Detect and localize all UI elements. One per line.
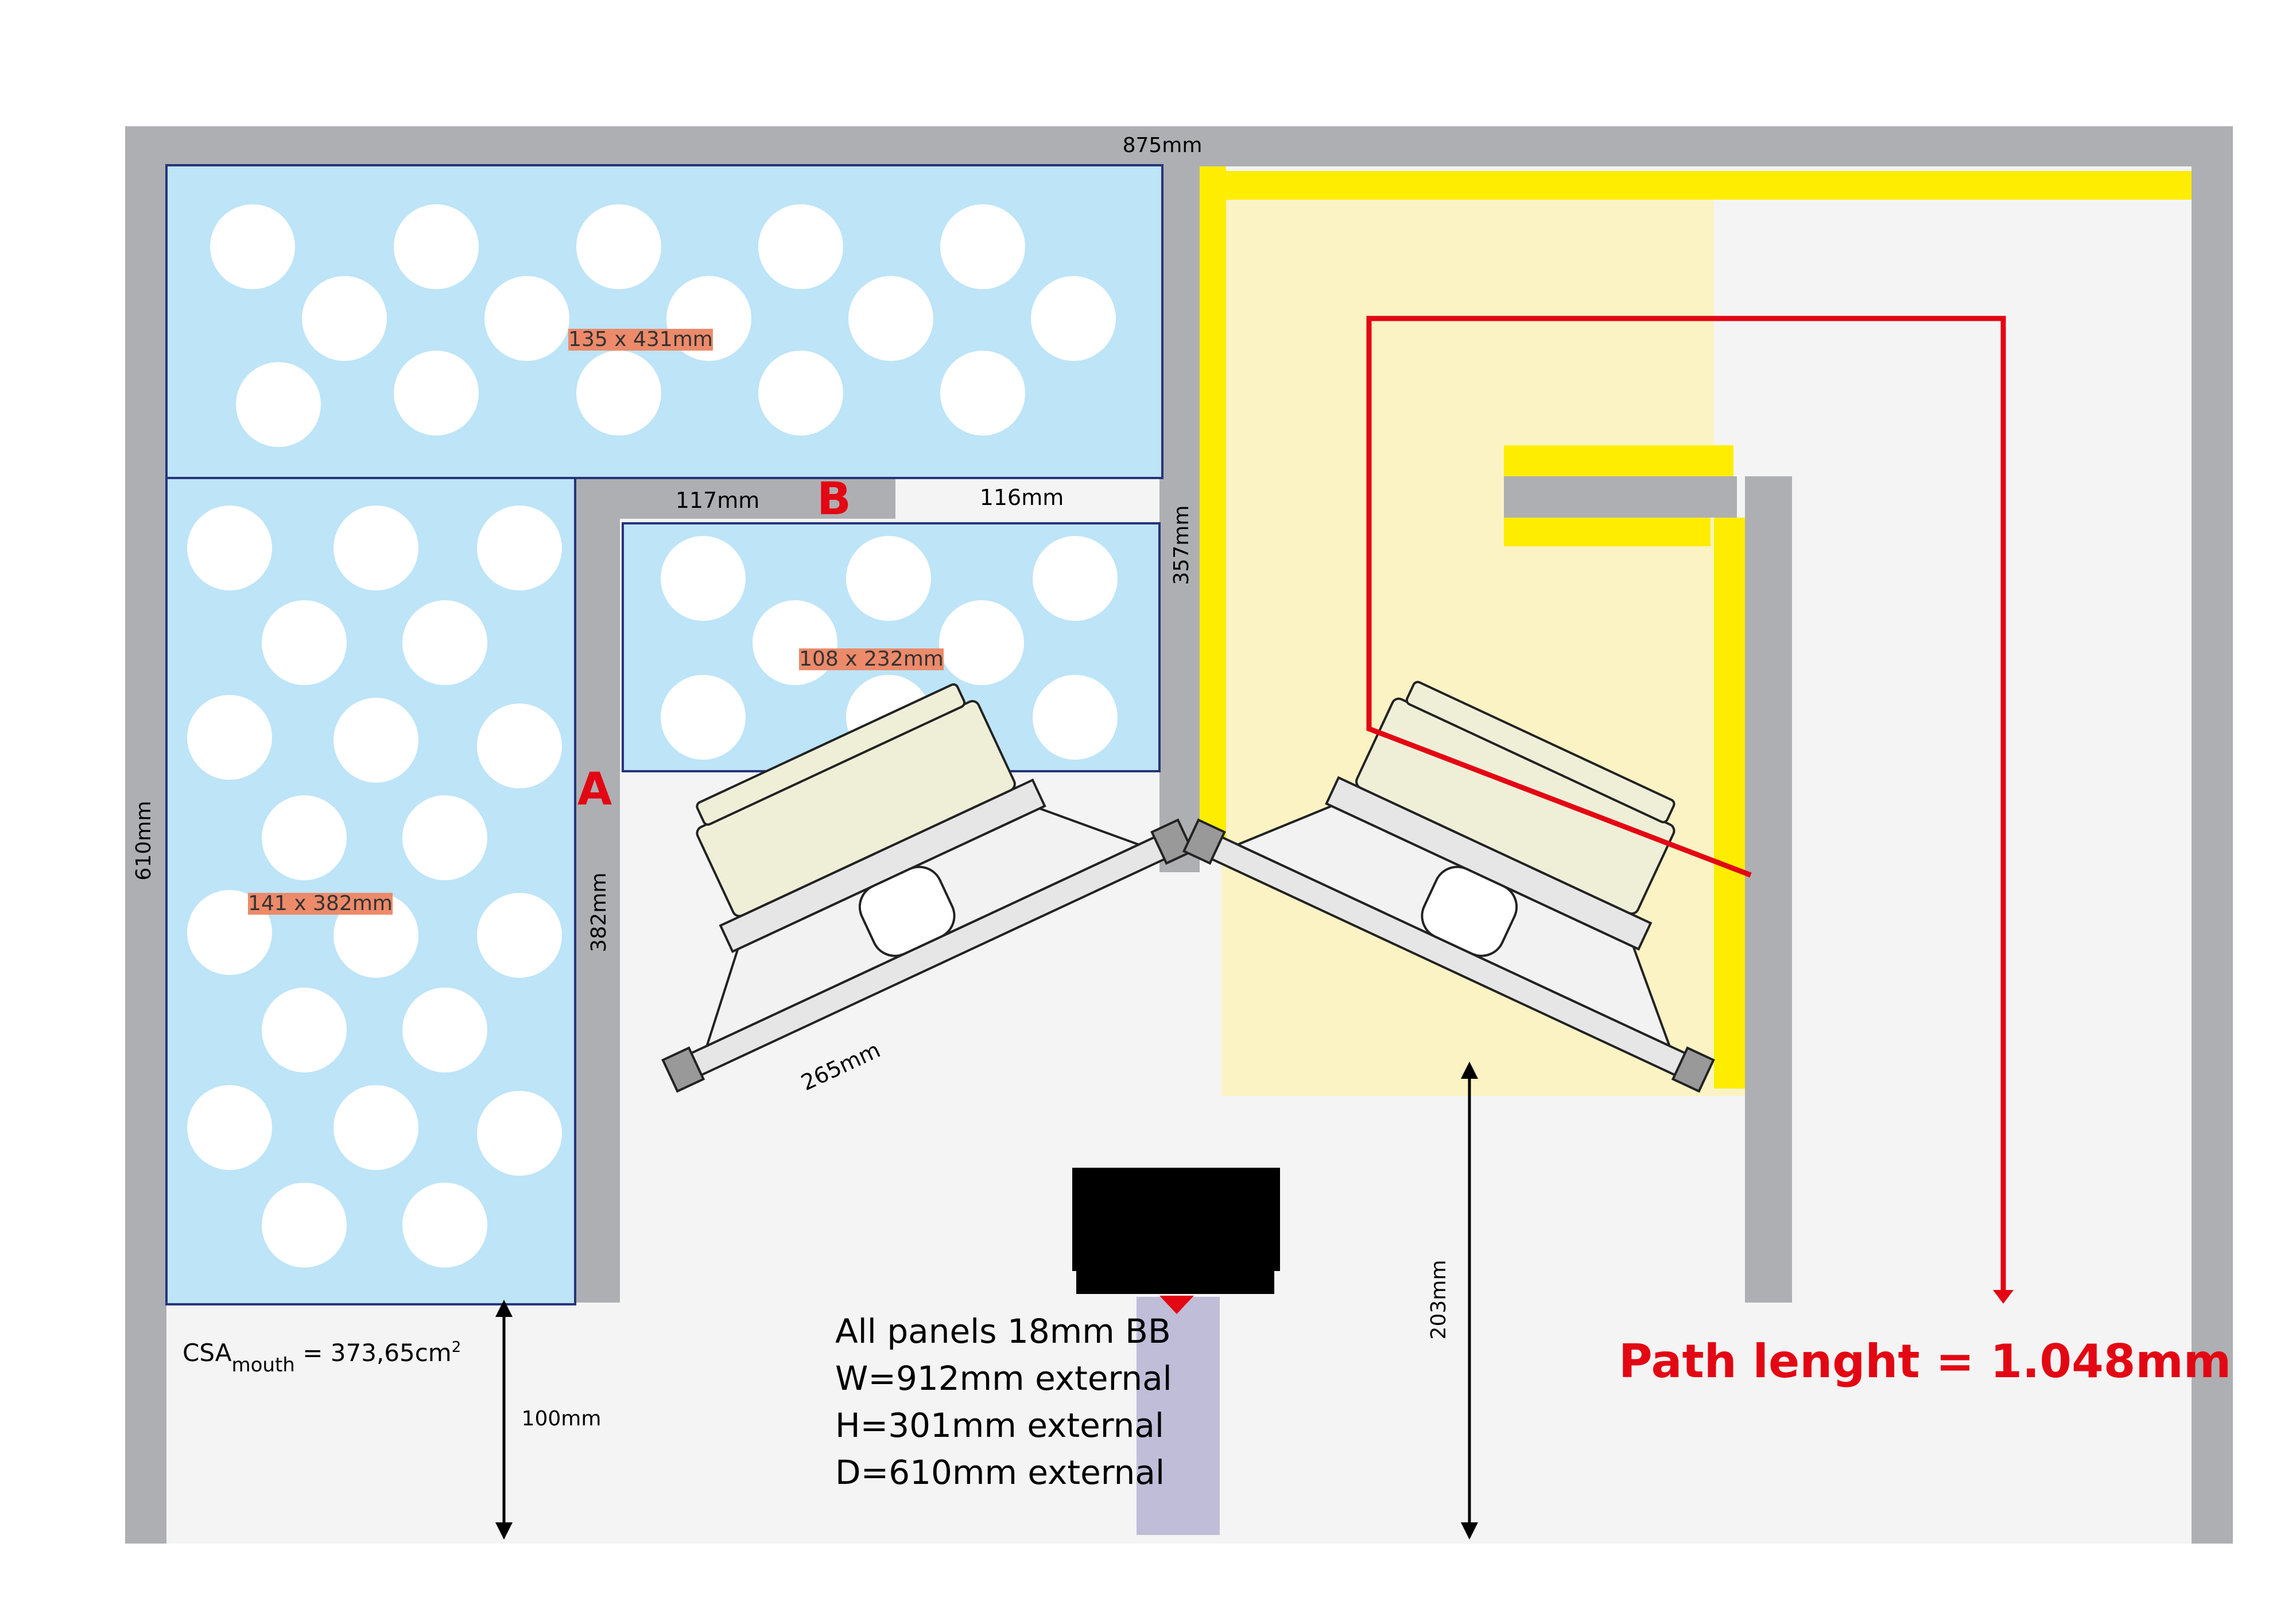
baffle-trim-bottom <box>1504 518 1711 546</box>
damping-hole <box>187 1085 272 1170</box>
right-driver-terminal <box>1421 865 1518 957</box>
damping-hole <box>661 536 746 621</box>
center-divider <box>1159 166 1200 872</box>
damping-hole <box>477 704 562 788</box>
damping-hole <box>187 695 272 780</box>
baffle-trim-top <box>1504 445 1733 476</box>
left-driver-terminal <box>858 865 956 957</box>
damping-hole <box>262 988 347 1072</box>
middle-panel-label: 108 x 232mm <box>799 647 944 671</box>
damping-hole <box>1033 675 1118 760</box>
left-panel-label-bg <box>248 893 393 915</box>
height-dimension-label: 610mm <box>132 801 156 881</box>
damping-hole <box>236 362 321 447</box>
damping-hole <box>402 795 487 880</box>
width-dimension-label: 875mm <box>1123 134 1203 157</box>
damping-hole <box>940 351 1025 436</box>
damping-hole <box>402 1183 487 1268</box>
damping-hole <box>402 988 487 1072</box>
port-duct <box>1137 1297 1220 1535</box>
damping-hole <box>187 506 272 590</box>
damping-hole <box>661 675 746 760</box>
left-driver-magnet-cap <box>696 683 966 826</box>
path-arrow-head <box>1993 1290 2014 1304</box>
damping-hole <box>576 204 661 289</box>
clearance-label: 203mm <box>1427 1260 1450 1340</box>
left-wall <box>125 126 166 1544</box>
csa-value: = 373,65cm <box>295 1339 452 1367</box>
damping-hole <box>262 600 347 685</box>
damping-hole <box>333 506 418 590</box>
damping-hole <box>333 1085 418 1170</box>
baffle-shelf <box>1504 476 1737 518</box>
damping-hole <box>940 204 1025 289</box>
damping-hole <box>477 1091 562 1176</box>
shelf-b <box>620 476 895 519</box>
damping-pattern <box>187 204 1118 1268</box>
left-panel-label: 141 x 382mm <box>248 892 393 915</box>
divider-dimension-label: 357mm <box>1170 506 1193 585</box>
damping-hole <box>477 893 562 978</box>
damping-hole <box>333 698 418 783</box>
left-driver-clamp-2 <box>1150 818 1194 865</box>
marker-a: A <box>577 764 612 815</box>
path-length-line <box>1366 316 2006 1298</box>
damping-hole <box>394 351 479 436</box>
note-line-1: All panels 18mm BB <box>835 1312 1171 1351</box>
marker-b: B <box>817 473 851 525</box>
right-inner-wall <box>1745 476 1792 1303</box>
damping-hole <box>1031 276 1116 361</box>
csa-mouth-label: CSAmouth = 373,65cm2 <box>183 1339 461 1377</box>
damping-hole <box>758 204 843 289</box>
csa-prefix: CSA <box>183 1339 232 1367</box>
damping-hole <box>939 600 1024 685</box>
side-trim <box>1714 518 1748 1089</box>
note-line-2: W=912mm external <box>835 1359 1172 1398</box>
damping-hole <box>394 204 479 289</box>
top-panel-label-bg <box>568 329 713 351</box>
terminal-marker <box>1159 1296 1194 1314</box>
damping-hole <box>302 276 387 361</box>
gap-b-right-label: 116mm <box>980 485 1064 510</box>
right-driver-magnet-cap <box>1405 681 1676 823</box>
top-wall <box>125 126 2192 166</box>
mouth-height-label: 100mm <box>522 1407 602 1431</box>
wall-a-dimension-label: 382mm <box>587 873 611 953</box>
damping-hole <box>484 276 569 361</box>
damping-hole <box>846 536 931 621</box>
damping-hole <box>576 351 661 436</box>
csa-subscript: mouth <box>232 1354 295 1377</box>
path-length-label: Path lenght = 1.048mm <box>1619 1335 2231 1388</box>
csa-superscript: 2 <box>452 1339 461 1356</box>
damping-hole <box>262 795 347 880</box>
damping-hole <box>262 1183 347 1268</box>
damping-hole <box>1033 536 1118 621</box>
note-line-4: D=610mm external <box>835 1453 1165 1492</box>
note-line-3: H=301mm external <box>835 1406 1164 1445</box>
terminal-block-base <box>1076 1268 1274 1294</box>
top-trim <box>1221 171 2192 200</box>
right-wall <box>2192 126 2233 1544</box>
damping-hole <box>402 600 487 685</box>
terminal-block <box>1072 1168 1280 1271</box>
damping-hole <box>758 351 843 436</box>
damping-hole <box>477 506 562 590</box>
left-driver-clamp <box>661 1046 705 1093</box>
gap-b-left-label: 117mm <box>676 488 760 513</box>
damping-hole <box>210 204 295 289</box>
top-panel-label: 135 x 431mm <box>568 328 713 351</box>
left-driver <box>661 683 1194 1093</box>
wall-a <box>575 476 620 1303</box>
right-driver-clamp <box>1182 818 1226 865</box>
damping-hole <box>848 276 933 361</box>
damping-hole <box>753 600 837 685</box>
right-driver-clamp-2 <box>1671 1046 1715 1093</box>
middle-panel-label-bg <box>799 648 944 670</box>
